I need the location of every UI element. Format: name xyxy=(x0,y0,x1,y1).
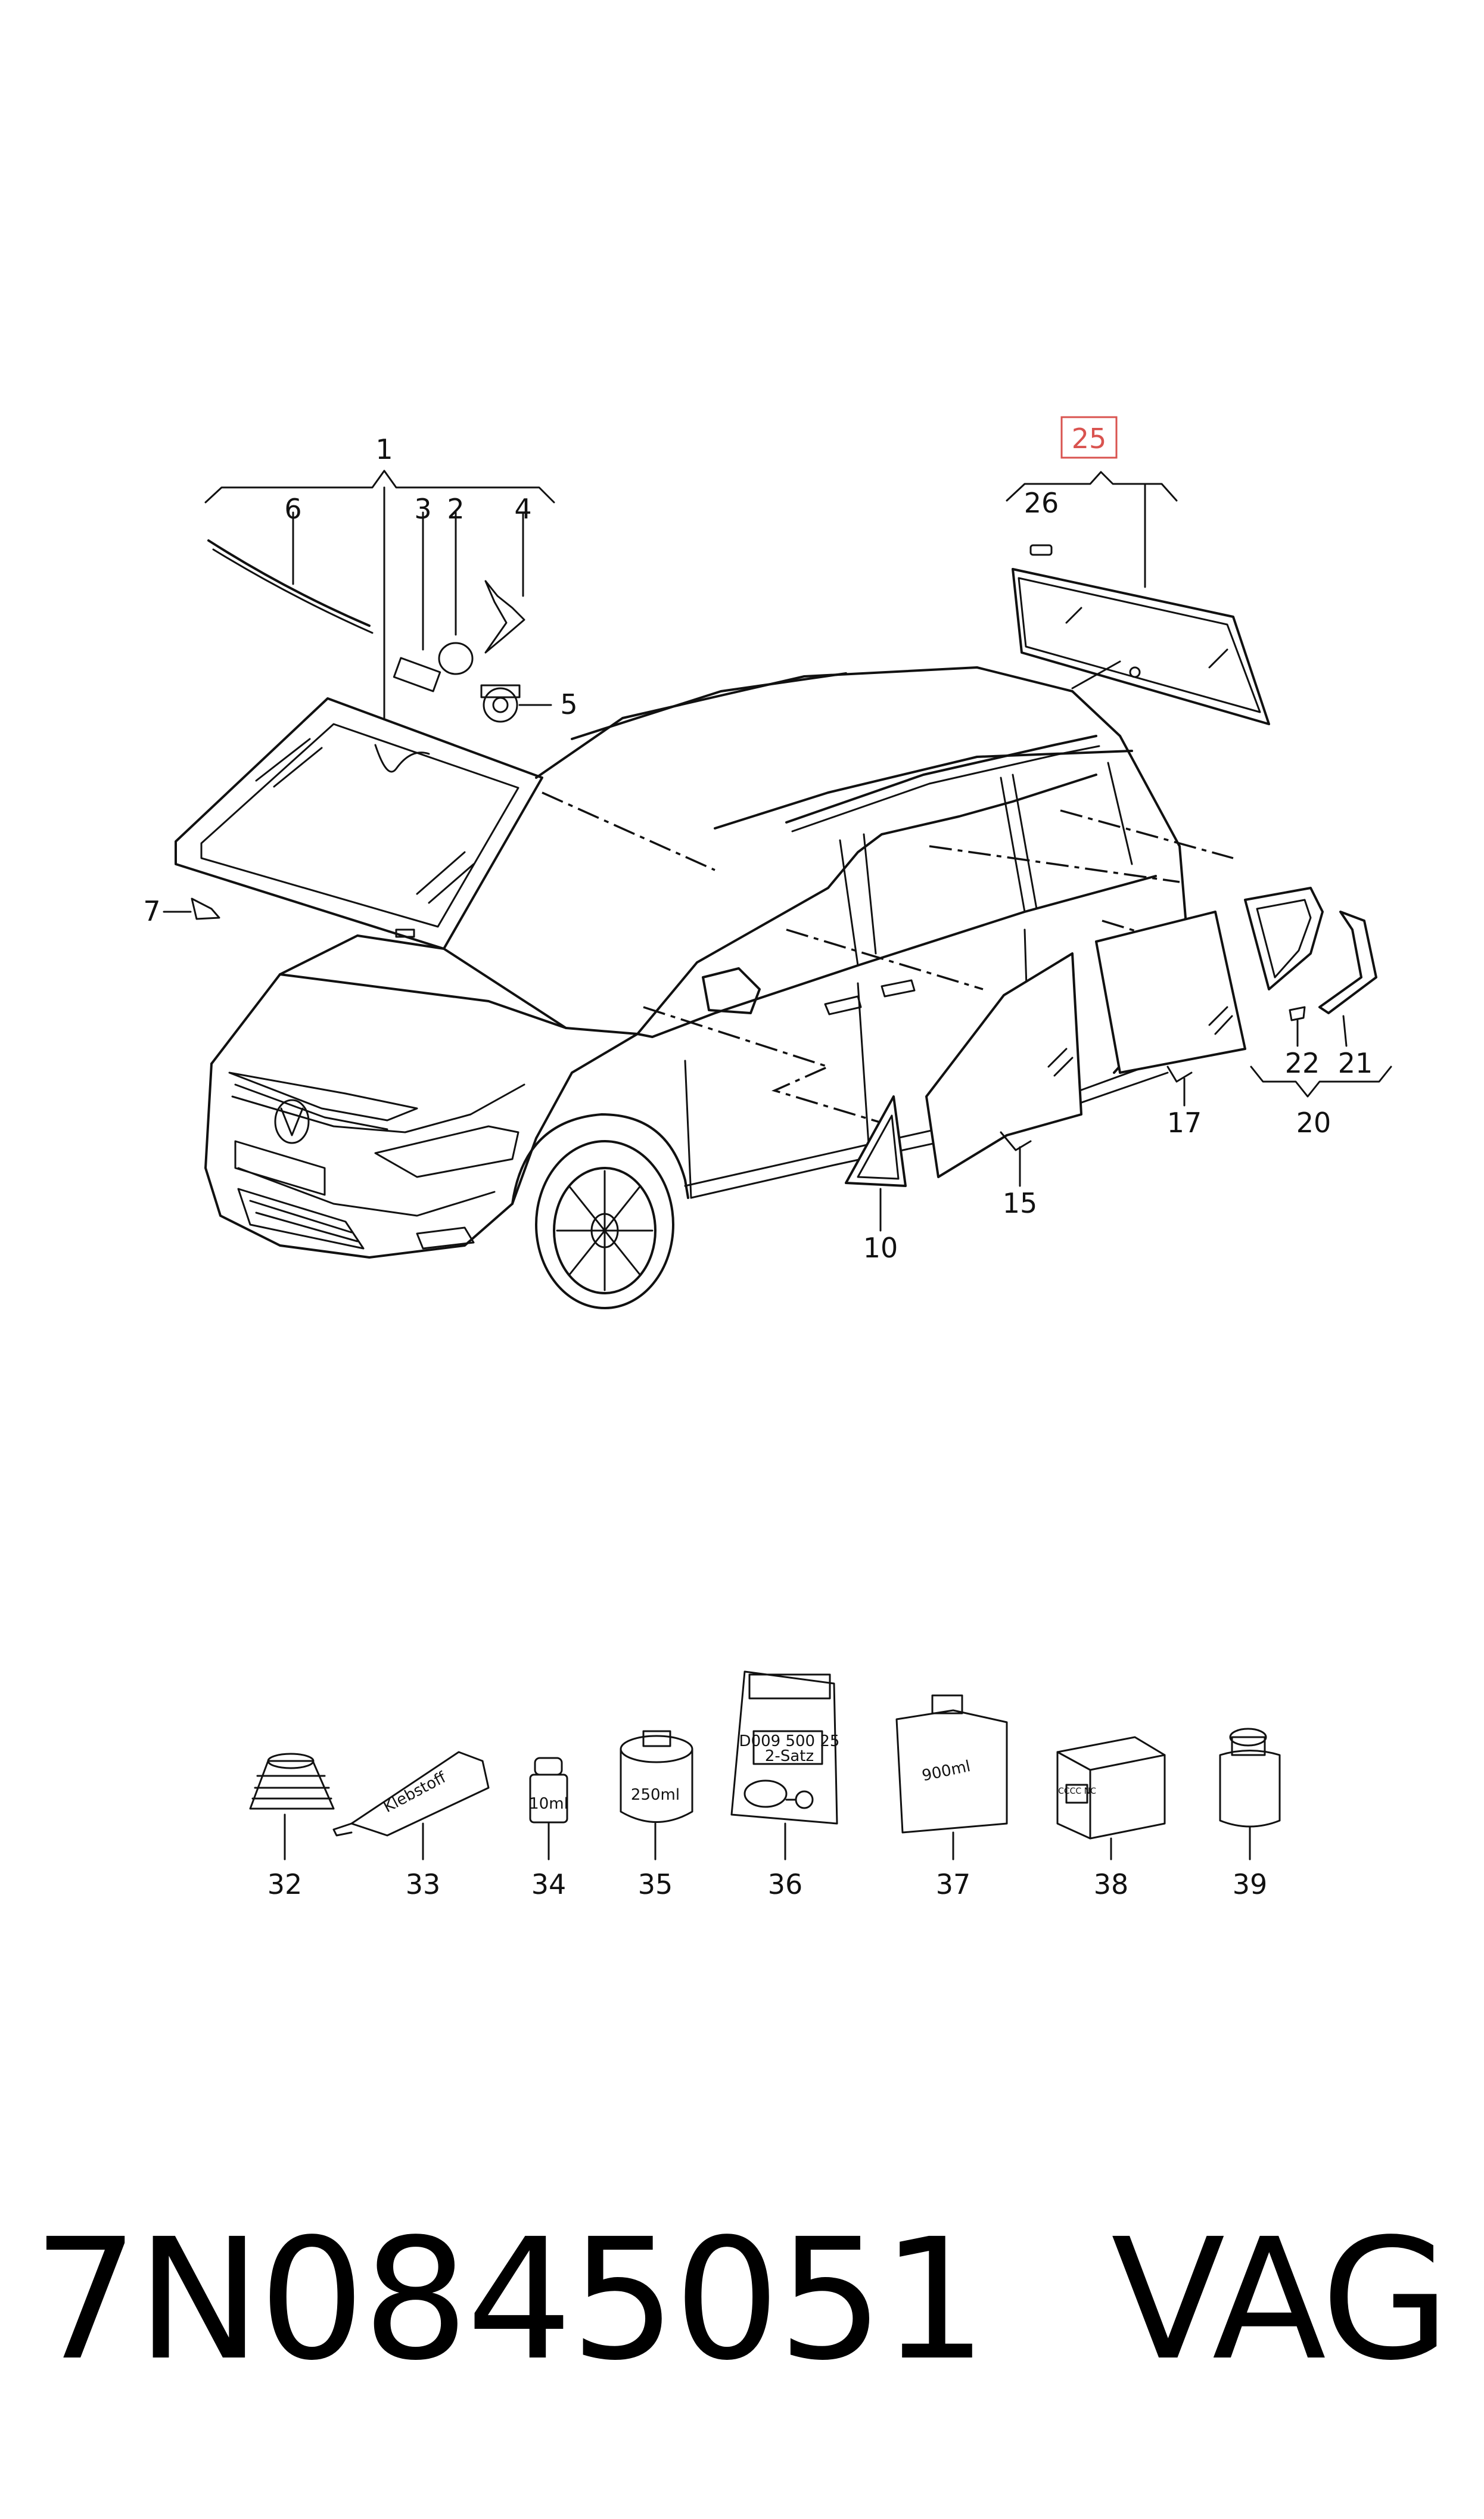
callout-17: 17 xyxy=(1167,1107,1202,1139)
part-32-spool xyxy=(249,1753,335,1860)
part-33-adhesive-tube: Klebstoff xyxy=(332,1751,490,1860)
vehicle-outline xyxy=(204,666,1187,1309)
callout-7: 7 xyxy=(143,895,160,927)
tube-label: Klebstoff xyxy=(381,1768,450,1816)
callout-2: 2 xyxy=(447,493,464,525)
part-17-rear-door-glass xyxy=(1095,911,1246,1107)
callout-36: 36 xyxy=(768,1868,803,1900)
part-25-rear-windscreen xyxy=(1006,416,1270,725)
part-7-clip xyxy=(163,897,220,920)
part-34-small-bottle: 10ml xyxy=(529,1757,568,1860)
part-2-disk xyxy=(438,511,474,675)
callout-34: 34 xyxy=(531,1868,567,1900)
brand-name: VAG xyxy=(1111,2203,1450,2397)
callout-4: 4 xyxy=(514,493,531,525)
callout-32: 32 xyxy=(267,1868,303,1900)
part-38-box: CCCC NC xyxy=(1056,1736,1166,1860)
bottle-34-label: 10ml xyxy=(529,1795,568,1813)
callout-25-highlight xyxy=(1060,416,1118,459)
part-39-jar xyxy=(1219,1728,1281,1860)
windscreen xyxy=(175,697,543,950)
part-4-sensor-cable xyxy=(484,511,525,654)
box-38-label: CCCC NC xyxy=(1058,1787,1096,1796)
bag-36-label-1: D009 500 25 xyxy=(739,1732,840,1750)
callout-26: 26 xyxy=(1024,487,1059,519)
callout-38: 38 xyxy=(1094,1868,1129,1900)
part-number: 7N0845051 xyxy=(33,2203,988,2397)
callout-20: 20 xyxy=(1296,1107,1331,1139)
callout-35: 35 xyxy=(638,1868,673,1900)
callout-15: 15 xyxy=(1003,1187,1038,1219)
part-36-kit-bag: D009 500 25 2-Satz xyxy=(730,1670,840,1860)
callout-3: 3 xyxy=(414,493,431,525)
part-15-front-door-glass xyxy=(925,952,1082,1187)
part-37-canister: 900ml xyxy=(895,1694,1008,1860)
bracket-group-1 xyxy=(204,470,555,731)
callout-25: 25 xyxy=(1072,423,1107,455)
callout-22: 22 xyxy=(1285,1047,1320,1079)
part-3-pad xyxy=(393,511,441,692)
callout-10: 10 xyxy=(863,1232,898,1264)
part-35-can: 250ml xyxy=(620,1730,693,1860)
callout-1: 1 xyxy=(375,433,393,465)
part-20-rear-side-window xyxy=(1244,887,1392,1098)
part-5-rain-sensor xyxy=(480,684,552,723)
callout-39: 39 xyxy=(1233,1868,1268,1900)
part-10-quarter-glass xyxy=(845,1095,907,1232)
callout-6: 6 xyxy=(284,493,301,525)
callout-37: 37 xyxy=(936,1868,971,1900)
canister-37-label: 900ml xyxy=(920,1757,972,1785)
callout-21: 21 xyxy=(1338,1047,1373,1079)
can-35-label: 250ml xyxy=(631,1786,680,1804)
callout-5: 5 xyxy=(560,688,577,720)
bag-36-label-2: 2-Satz xyxy=(765,1747,814,1765)
part-6-trim-strip xyxy=(207,511,374,634)
callout-33: 33 xyxy=(406,1868,441,1900)
